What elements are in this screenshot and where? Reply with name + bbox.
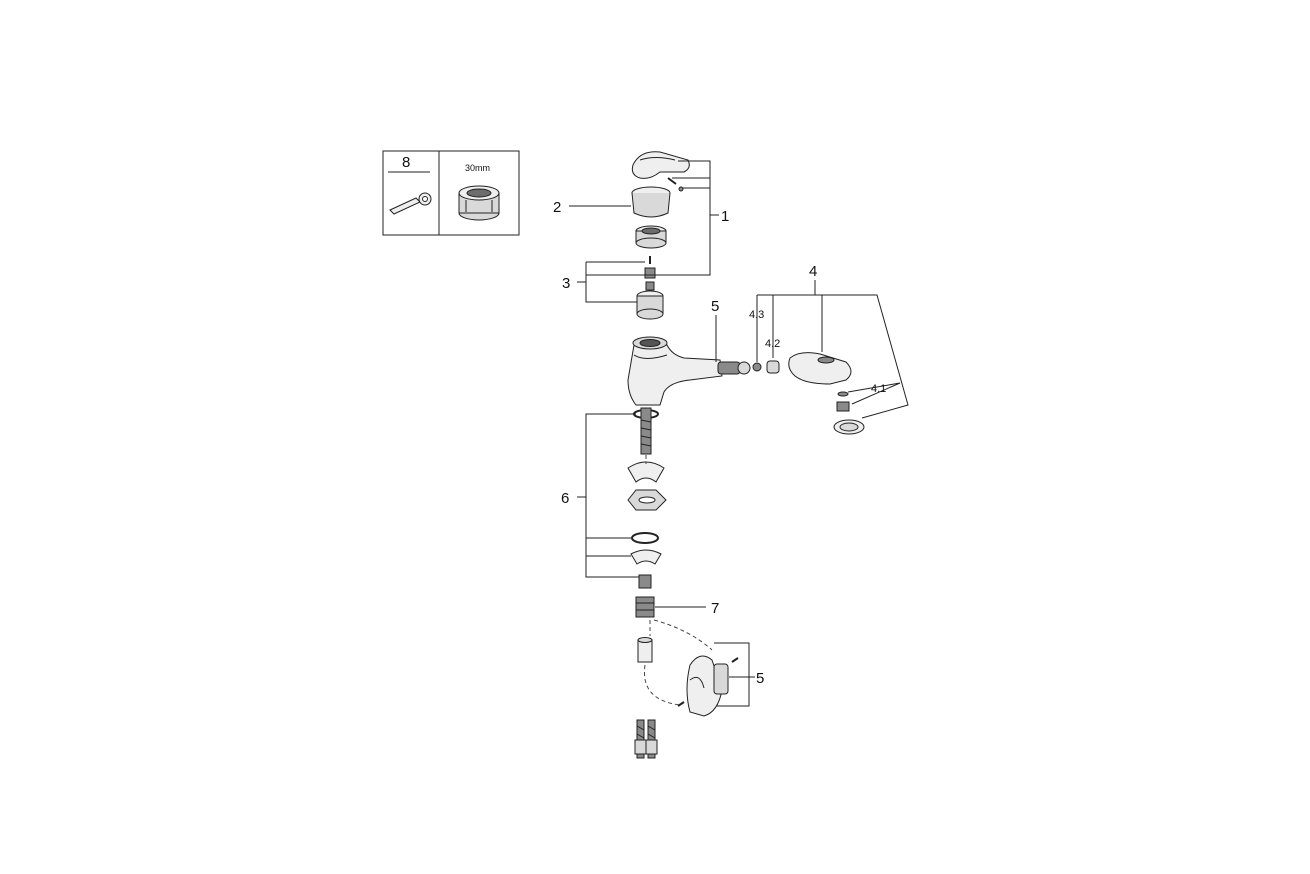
hose-guide-icon [677, 655, 739, 717]
horseshoe-washer-2-icon [630, 549, 662, 565]
label-4-2: 4.2 [765, 338, 780, 350]
label-2: 2 [553, 199, 561, 216]
supply-hoses-icon [634, 719, 658, 759]
ring-nut-icon [635, 225, 667, 249]
label-3: 3 [562, 275, 570, 292]
aerator-icon [836, 401, 850, 412]
faucet-body-icon [627, 336, 723, 406]
cartridge-icon [636, 281, 664, 320]
valve-icon [635, 596, 655, 618]
hose-weight-icon [637, 637, 653, 663]
tool-box: 8 30mm [382, 150, 520, 236]
horseshoe-washer-icon [627, 461, 665, 483]
label-7: 7 [711, 600, 719, 617]
fixing-nut-icon [638, 574, 652, 589]
label-4-3: 4.3 [749, 309, 764, 321]
label-4-1: 4.1 [871, 383, 886, 395]
handle-lever-icon [631, 151, 690, 179]
spray-face-icon [833, 419, 865, 435]
fixing-plate-icon [627, 489, 667, 511]
label-5-hose: 5 [711, 298, 719, 315]
socket-tool-icon [458, 185, 500, 221]
adapter-icon [766, 360, 780, 374]
hose-connector-icon [717, 361, 751, 375]
small-nut-icon [752, 362, 762, 372]
wrench-icon [389, 192, 432, 215]
spindle-adapter-icon [644, 267, 656, 279]
leader-lines [569, 160, 909, 707]
o-ring-bottom-icon [631, 532, 659, 544]
handle-screw-icon [667, 177, 684, 192]
label-5-holder: 5 [756, 670, 764, 687]
threaded-stud-icon [640, 407, 652, 455]
label-1: 1 [721, 208, 729, 225]
label-8: 8 [402, 154, 410, 171]
handle-cover-icon [631, 186, 671, 218]
hand-shower-icon [788, 352, 852, 385]
label-4: 4 [809, 263, 817, 280]
wrench-size-label: 30mm [465, 163, 490, 173]
label-6: 6 [561, 490, 569, 507]
washer-icon [837, 391, 849, 397]
